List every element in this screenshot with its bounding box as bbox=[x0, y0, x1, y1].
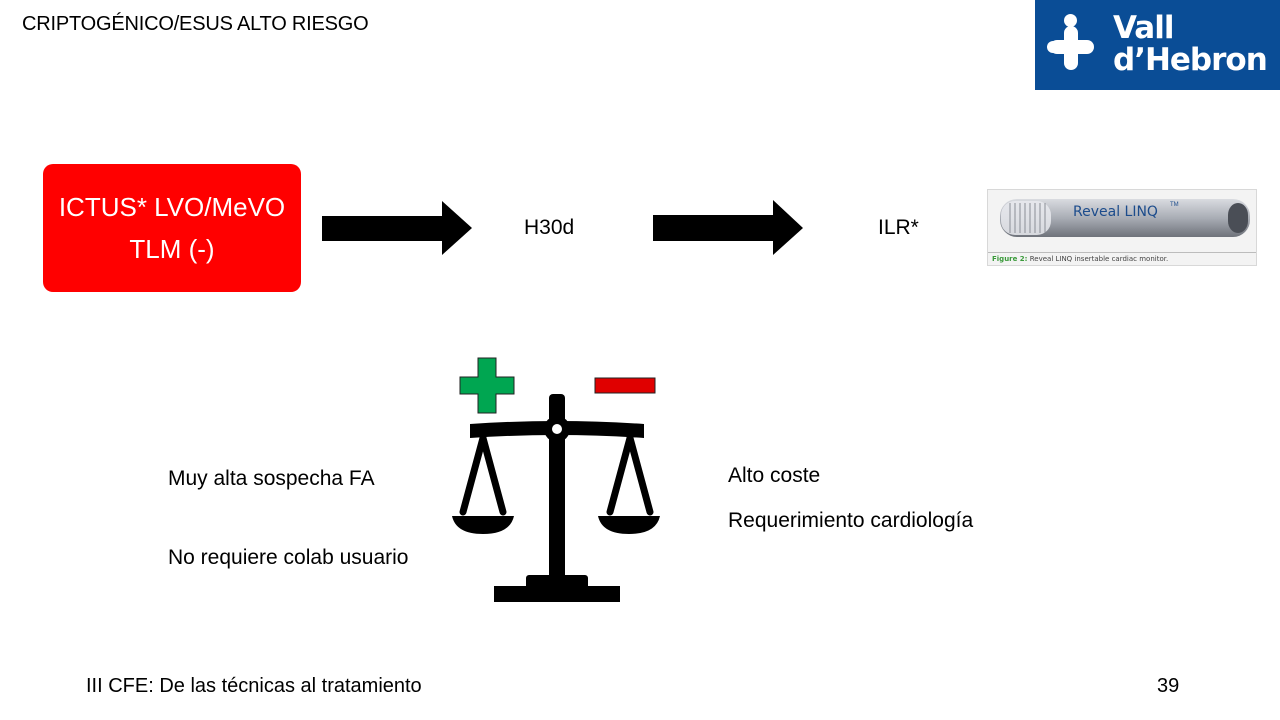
stroke-condition-box: ICTUS* LVO/MeVO TLM (-) bbox=[43, 164, 301, 292]
logo-cross-bar bbox=[1050, 40, 1094, 54]
device-caption: Figure 2: Reveal LINQ insertable cardiac… bbox=[992, 255, 1168, 263]
pro-item-2: No requiere colab usuario bbox=[168, 546, 409, 569]
logo-text-line1: Vall bbox=[1113, 10, 1174, 46]
minus-icon bbox=[594, 377, 656, 394]
vall-dhebron-logo: Vall d’Hebron bbox=[1035, 0, 1280, 90]
footer-text: III CFE: De las técnicas al tratamiento bbox=[86, 675, 422, 697]
device-brand-label: Reveal LINQ bbox=[1073, 204, 1158, 220]
step-holter-30d: H30d bbox=[524, 216, 575, 239]
implantable-monitor-icon bbox=[1000, 199, 1250, 237]
page-number: 39 bbox=[1157, 675, 1180, 697]
device-trademark: TM bbox=[1170, 202, 1179, 208]
con-item-1: Alto coste bbox=[728, 464, 821, 487]
slide-title: CRIPTOGÉNICO/ESUS ALTO RIESGO bbox=[22, 13, 369, 35]
con-item-2: Requerimiento cardiología bbox=[728, 509, 974, 532]
device-caption-figure: Figure 2: bbox=[992, 255, 1028, 263]
step-ilr: ILR* bbox=[878, 216, 919, 239]
stroke-condition-line1: ICTUS* LVO/MeVO bbox=[58, 192, 286, 222]
plus-icon bbox=[459, 357, 515, 414]
balance-scale-icon bbox=[452, 394, 660, 602]
reveal-linq-device-image: Reveal LINQ TM Figure 2: Reveal LINQ ins… bbox=[987, 189, 1257, 266]
logo-cross-dot-top bbox=[1064, 14, 1077, 27]
arrow-right-icon bbox=[322, 201, 472, 255]
device-caption-text: Reveal LINQ insertable cardiac monitor. bbox=[1029, 255, 1169, 263]
caption-separator bbox=[988, 252, 1256, 253]
logo-text-line2: d’Hebron bbox=[1113, 42, 1268, 78]
stroke-condition-line2: TLM (-) bbox=[129, 234, 215, 264]
arrow-right-icon bbox=[653, 200, 803, 255]
pro-item-1: Muy alta sospecha FA bbox=[168, 467, 375, 490]
